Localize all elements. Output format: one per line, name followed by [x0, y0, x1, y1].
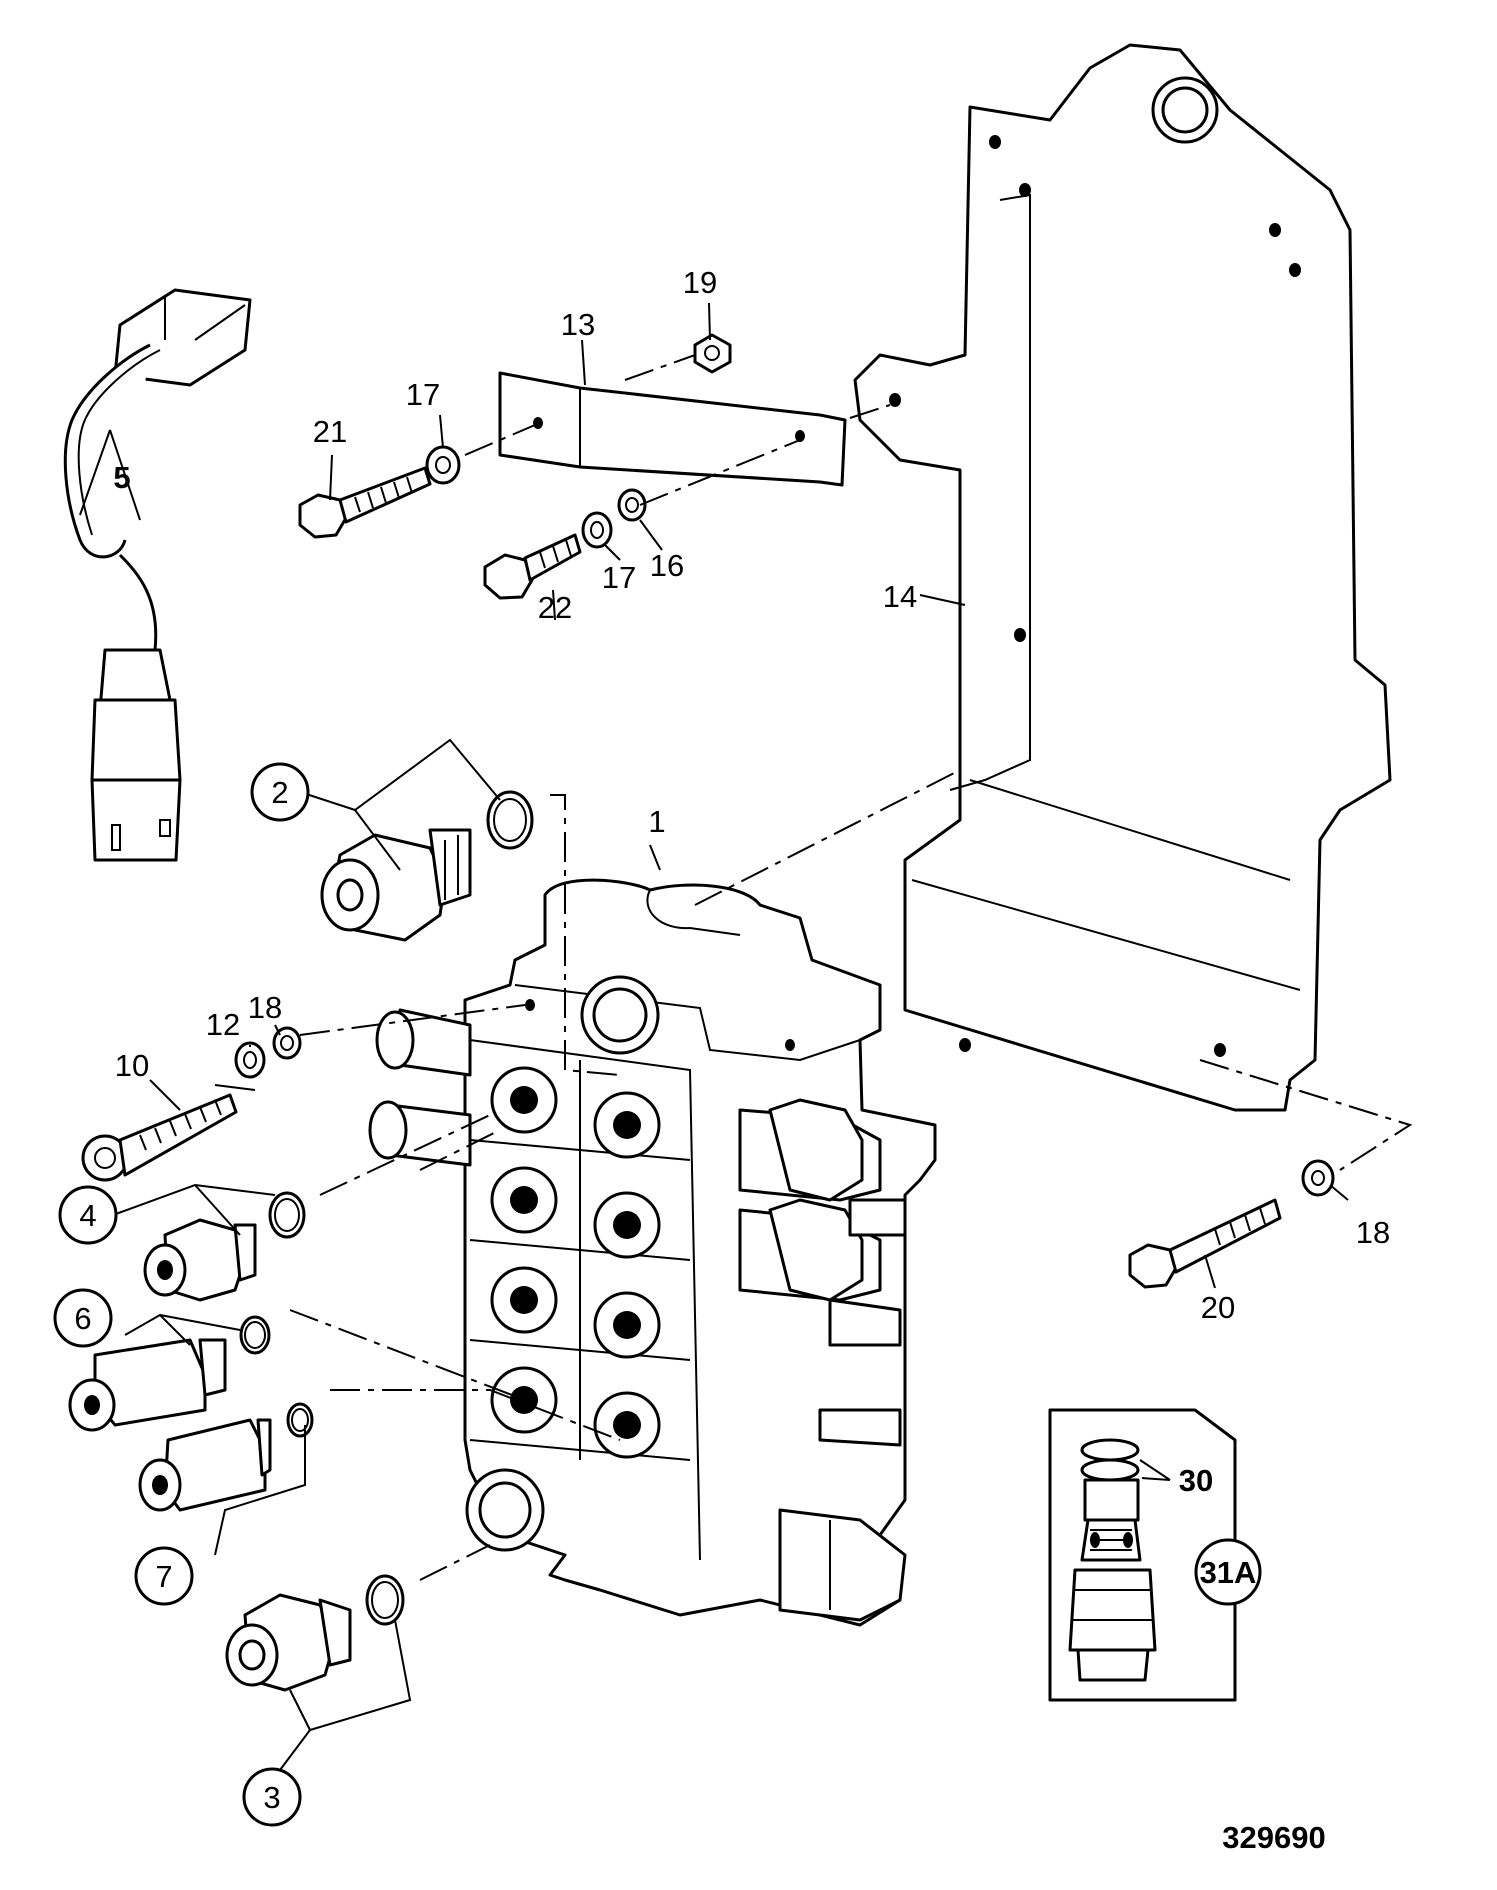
adapter-fitting [225, 1574, 405, 1692]
bolt [298, 466, 432, 539]
label-circle-part-3 [242, 1767, 302, 1827]
bolt [1128, 1198, 1282, 1289]
washer [234, 1041, 266, 1079]
label-part-6: 6 [74, 1301, 91, 1336]
label-part-7: 7 [155, 1559, 172, 1594]
clamp-plate [498, 371, 847, 487]
wiring-harness [63, 288, 252, 862]
label-part-19: 19 [683, 265, 717, 300]
nut [693, 333, 732, 374]
label-part-4: 4 [79, 1198, 96, 1233]
cap-screw [81, 1093, 238, 1182]
spring-washer [272, 1026, 302, 1060]
label-part-17a: 17 [406, 377, 440, 412]
label-circle-part-2 [250, 762, 310, 822]
adapter-fitting [138, 1402, 314, 1512]
washer [581, 511, 613, 549]
part-labels: 1 2 3 4 5 6 7 10 12 13 14 16 17 17 18 18… [53, 265, 1390, 1827]
label-part-18b: 18 [1356, 1215, 1390, 1250]
leader-lines [79, 302, 1349, 1771]
label-part-1: 1 [648, 804, 665, 839]
label-part-13: 13 [561, 307, 595, 342]
label-part-2: 2 [271, 775, 288, 810]
washer [1301, 1159, 1335, 1197]
spring-washer [617, 488, 647, 522]
label-part-21: 21 [313, 414, 347, 449]
label-circle-part-6 [53, 1288, 113, 1348]
label-part-14: 14 [883, 579, 917, 614]
washer [425, 445, 461, 485]
label-part-17b: 17 [602, 560, 636, 595]
label-part-12: 12 [206, 1007, 240, 1042]
label-part-22: 22 [538, 590, 572, 625]
label-part-20: 20 [1201, 1290, 1235, 1325]
label-part-5: 5 [113, 460, 130, 495]
label-part-30: 30 [1179, 1463, 1213, 1498]
label-part-3: 3 [263, 1780, 280, 1815]
adapter-fitting [68, 1315, 271, 1432]
label-part-18a: 18 [248, 990, 282, 1025]
label-part-16: 16 [650, 548, 684, 583]
adapter-fitting [320, 790, 534, 942]
adapter-fitting [143, 1191, 306, 1302]
mounting-bracket [853, 43, 1392, 1112]
control-valve-block [368, 878, 937, 1627]
relief-valve-kit [1048, 1408, 1237, 1702]
label-circle-part-4 [58, 1185, 118, 1245]
drawing-number: 329690 [1222, 1820, 1325, 1855]
label-circle-part-31a [1194, 1538, 1262, 1606]
label-circle-part-7 [134, 1546, 194, 1606]
label-part-10: 10 [115, 1048, 149, 1083]
label-part-31a: 31A [1200, 1555, 1257, 1590]
assembly-center-lines [289, 354, 1413, 1581]
bolt [483, 533, 582, 600]
